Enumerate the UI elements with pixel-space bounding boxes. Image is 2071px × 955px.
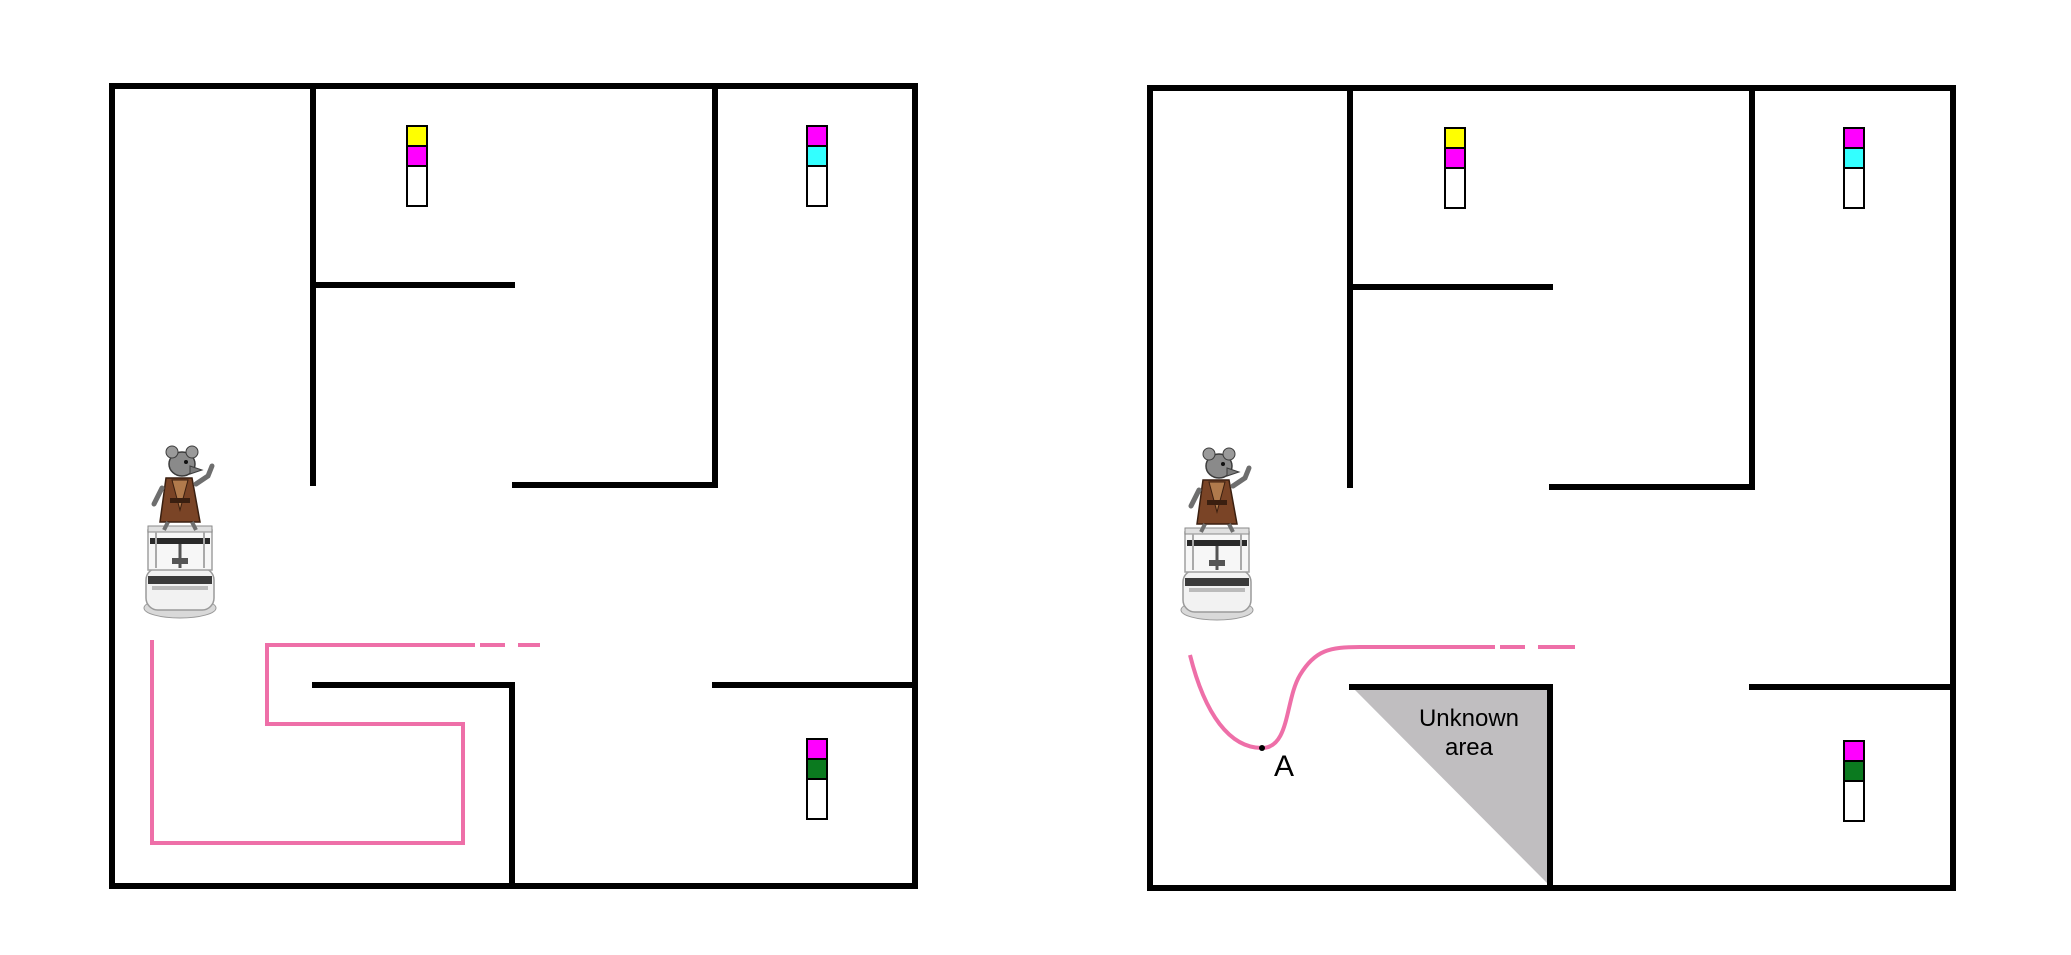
point-a-marker — [1259, 745, 1265, 751]
marker-cell — [1444, 127, 1466, 149]
marker-cell — [406, 165, 428, 207]
marker-cell — [806, 758, 828, 780]
right-maze: Unknown area A — [1147, 85, 1956, 891]
point-a-label: A — [1274, 750, 1294, 783]
unknown-area — [1355, 690, 1547, 883]
marker-cell — [806, 145, 828, 167]
marker-cell — [1843, 760, 1865, 782]
marker-cell — [806, 738, 828, 760]
marker-cell — [1444, 147, 1466, 169]
marker-cell — [806, 778, 828, 820]
rat-on-robot-icon — [144, 446, 216, 618]
marker-cell — [806, 125, 828, 147]
marker-bottom-right — [806, 738, 828, 820]
marker-cell — [1843, 740, 1865, 762]
marker-top-right — [1843, 127, 1865, 209]
marker-top-middle — [406, 125, 428, 207]
marker-cell — [1444, 167, 1466, 209]
robot-path — [1188, 645, 1495, 751]
marker-cell — [1843, 167, 1865, 209]
marker-cell — [1843, 127, 1865, 149]
marker-cell — [806, 165, 828, 207]
marker-top-middle — [1444, 127, 1466, 209]
marker-cell — [1843, 780, 1865, 822]
left-maze — [109, 83, 918, 889]
unknown-area-label-line2: area — [1445, 734, 1494, 761]
right-maze-inner-walls — [1347, 85, 1956, 891]
marker-cell — [1843, 147, 1865, 169]
robot-path — [150, 640, 475, 845]
marker-top-right — [806, 125, 828, 207]
left-maze-inner-walls — [310, 83, 918, 889]
rat-on-robot-icon — [1181, 448, 1253, 620]
unknown-area-label-line1: Unknown — [1419, 705, 1519, 732]
marker-cell — [406, 125, 428, 147]
marker-cell — [406, 145, 428, 167]
marker-bottom-right — [1843, 740, 1865, 822]
